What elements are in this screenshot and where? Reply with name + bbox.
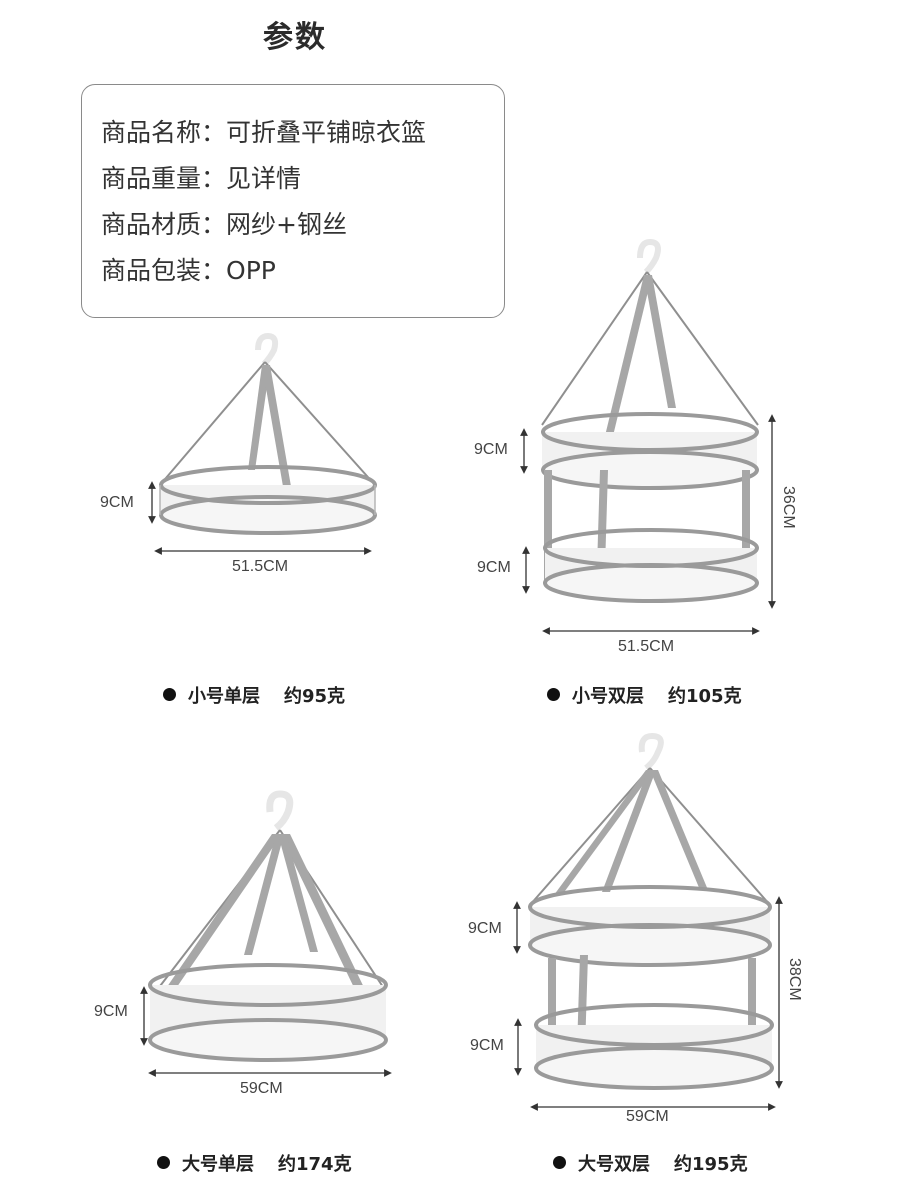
dim-large-double-layer-bottom: 9CM — [470, 1037, 504, 1054]
caption-small-double: 小号双层 约105克 — [547, 682, 742, 708]
bullet-icon — [553, 1156, 566, 1169]
hook-icon — [637, 238, 661, 275]
page-title: 参数 — [263, 20, 327, 55]
caption-small-single: 小号单层 约95克 — [163, 682, 345, 708]
spec-separator: ： — [201, 118, 227, 147]
dim-large-single-width: 59CM — [240, 1080, 283, 1097]
product-weight: 约105克 — [668, 686, 742, 707]
hook-icon — [638, 732, 664, 771]
spec-value: 见详情 — [226, 164, 302, 193]
basket-small-double — [520, 238, 776, 635]
spec-key: 商品名称 — [101, 118, 202, 147]
dim-small-double-height: 36CM — [780, 486, 797, 529]
basket-large-double — [513, 732, 783, 1111]
caption-large-single: 大号单层 约174克 — [157, 1150, 352, 1176]
dim-small-double-layer-top: 9CM — [474, 441, 508, 458]
dim-large-single-layer: 9CM — [94, 1003, 128, 1020]
product-name: 小号单层 — [188, 686, 260, 707]
dim-large-double-height: 38CM — [786, 958, 803, 1001]
spec-row-weight: 商品重量：见详情 — [101, 159, 301, 195]
spec-row-packaging: 商品包装：OPP — [101, 251, 276, 287]
basket-large-single — [140, 790, 392, 1077]
product-weight: 约174克 — [278, 1154, 352, 1175]
dim-large-double-width: 59CM — [626, 1108, 669, 1125]
spec-key: 商品重量 — [101, 164, 202, 193]
bullet-icon — [163, 688, 176, 701]
spec-key: 商品材质 — [101, 210, 202, 239]
spec-value: 可折叠平铺晾衣篮 — [226, 118, 427, 147]
dim-small-double-width: 51.5CM — [618, 638, 675, 655]
hook-icon — [255, 332, 279, 367]
dim-small-single-width: 51.5CM — [232, 558, 289, 575]
product-weight: 约95克 — [284, 686, 346, 707]
spec-separator: ： — [201, 256, 227, 285]
spec-value: 网纱+钢丝 — [226, 210, 347, 239]
caption-large-double: 大号双层 约195克 — [553, 1150, 748, 1176]
spec-separator: ： — [201, 210, 227, 239]
spec-separator: ： — [201, 164, 227, 193]
spec-row-material: 商品材质：网纱+钢丝 — [101, 205, 347, 241]
basket-small-single — [148, 332, 377, 555]
dim-small-single-layer: 9CM — [100, 494, 134, 511]
spec-key: 商品包装 — [101, 256, 202, 285]
spec-row-name: 商品名称：可折叠平铺晾衣篮 — [101, 113, 426, 149]
spec-box: 商品名称：可折叠平铺晾衣篮 商品重量：见详情 商品材质：网纱+钢丝 商品包装：O… — [81, 84, 505, 318]
dim-large-double-layer-top: 9CM — [468, 920, 502, 937]
hook-icon — [266, 790, 294, 831]
bullet-icon — [157, 1156, 170, 1169]
bullet-icon — [547, 688, 560, 701]
spec-value: OPP — [226, 256, 276, 285]
product-name: 大号单层 — [182, 1154, 254, 1175]
dim-small-double-layer-bottom: 9CM — [477, 559, 511, 576]
product-name: 大号双层 — [578, 1154, 650, 1175]
product-weight: 约195克 — [674, 1154, 748, 1175]
product-name: 小号双层 — [572, 686, 644, 707]
